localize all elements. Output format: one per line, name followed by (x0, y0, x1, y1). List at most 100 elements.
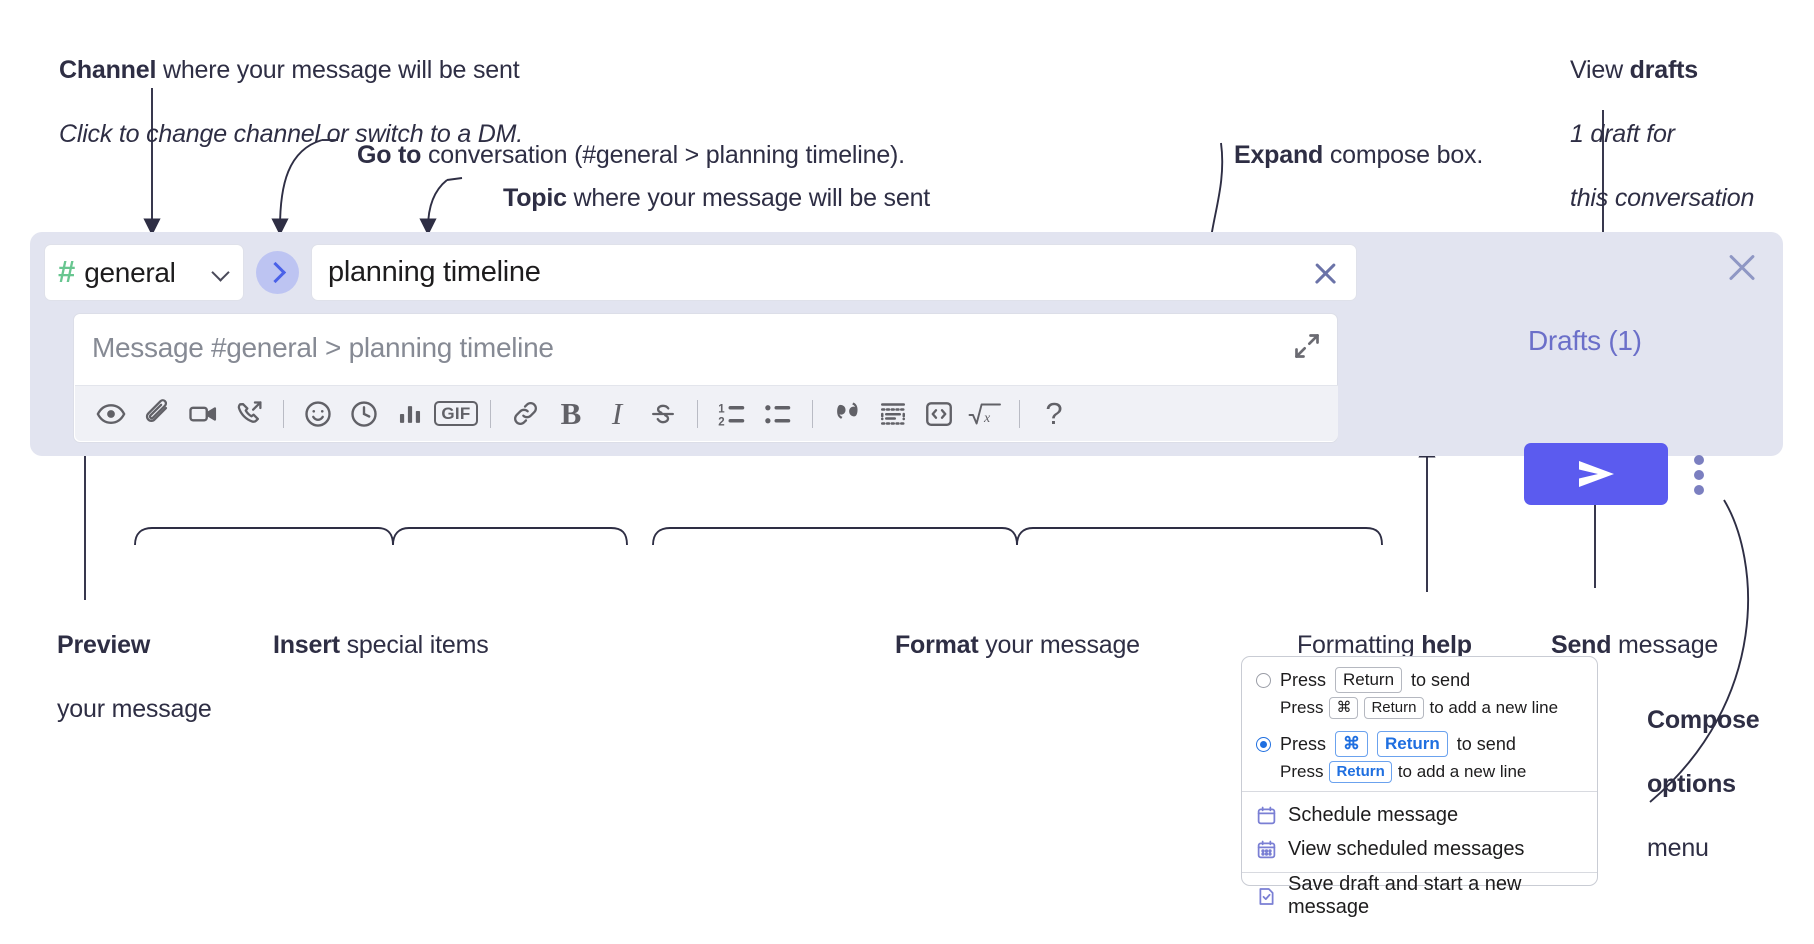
channel-name-label: general (84, 256, 176, 288)
svg-text:1: 1 (718, 403, 725, 415)
compose-options-button[interactable] (1694, 455, 1704, 495)
menu-option1-tail: to send (1411, 669, 1471, 690)
formatting-toolbar: GIF B I (75, 385, 1338, 441)
menu-item-label: Schedule message (1288, 803, 1459, 826)
kebab-dot (1694, 470, 1704, 480)
annotation-send: Send message (1524, 597, 1718, 693)
menu-option-return-to-send[interactable]: Press Return to send (1242, 665, 1597, 695)
menu-divider (1242, 872, 1597, 873)
annotation-drafts-view: View (1569, 56, 1630, 84)
menu-option-cmd-return-to-send[interactable]: Press ⌘ Return to send (1242, 729, 1597, 759)
annotation-drafts: View drafts 1 draft for this conversatio… (1543, 22, 1754, 246)
annotation-channel: Channel where your message will be sent … (32, 22, 523, 182)
preview-icon[interactable] (88, 391, 134, 437)
annotation-topic-bold: Topic (502, 184, 567, 212)
send-arrow-icon (1579, 461, 1614, 487)
annotation-format: Format your message (868, 597, 1140, 693)
attachment-icon[interactable] (134, 391, 180, 437)
bulleted-list-icon[interactable] (755, 391, 801, 437)
annotation-channel-rest: where your message will be sent (156, 56, 520, 84)
annotation-expand: Expand compose box. (1207, 107, 1483, 203)
goto-conversation-button[interactable] (256, 251, 299, 294)
annotation-topic: Topic where your message will be sent (476, 150, 930, 246)
ordered-list-icon[interactable]: 1 2 (709, 391, 755, 437)
svg-text:x: x (983, 411, 991, 426)
message-compose-box[interactable]: Message #general > planning timeline (73, 313, 1338, 443)
radio-selected[interactable] (1256, 736, 1271, 752)
gif-icon[interactable]: GIF (433, 391, 479, 437)
annotation-insert: Insert special items (246, 597, 489, 693)
hash-icon: # (58, 254, 76, 289)
menu-item-save-draft[interactable]: Save draft and start a new message (1242, 873, 1597, 918)
svg-text:2: 2 (718, 416, 724, 428)
menu-option1-sub-press: Press (1280, 698, 1324, 717)
topic-input[interactable]: planning timeline (311, 244, 1357, 301)
annotation-expand-bold: Expand (1233, 141, 1324, 169)
gif-label: GIF (434, 401, 478, 426)
menu-option2-sub-tail: to add a new line (1397, 762, 1527, 781)
math-icon[interactable]: x (962, 391, 1008, 437)
menu-option2-sub-press: Press (1280, 762, 1324, 781)
annotation-compose-options: Compose options menu (1620, 672, 1760, 896)
menu-option1-press: Press (1280, 669, 1327, 690)
key-return: Return (1377, 731, 1448, 757)
close-panel-icon[interactable] (1725, 250, 1759, 284)
menu-option2-tail: to send (1456, 733, 1516, 754)
compose-header-row: # general planning timeline (44, 244, 1357, 301)
annotation-drafts-bold: drafts (1629, 56, 1698, 84)
clear-topic-icon[interactable] (1310, 258, 1340, 288)
italic-icon[interactable]: I (611, 395, 623, 431)
message-placeholder: Message #general > planning timeline (92, 332, 554, 363)
menu-option1-sub-tail: to add a new line (1429, 698, 1559, 717)
compose-options-menu: Press Return to send Press ⌘ Return to a… (1241, 656, 1598, 918)
menu-option1-sub: Press ⌘ Return to add a new line (1242, 695, 1597, 721)
poll-icon[interactable] (387, 391, 433, 437)
annotation-help-rest: Formatting (1296, 631, 1422, 659)
annotation-drafts-line2: 1 draft for (1569, 120, 1675, 148)
annotation-preview-bold: Preview (56, 631, 151, 659)
blockquote-icon[interactable] (824, 391, 870, 437)
menu-item-schedule-message[interactable]: Schedule message (1242, 798, 1597, 832)
call-icon[interactable] (226, 391, 272, 437)
annotation-goto-rest: conversation (#general > planning timeli… (421, 141, 905, 169)
annotation-goto-bold: Go to (356, 141, 422, 169)
key-cmd: ⌘ (1329, 696, 1359, 720)
drafts-link[interactable]: Drafts (1) (1528, 325, 1642, 356)
toolbar-divider (812, 399, 813, 428)
menu-item-view-scheduled-messages[interactable]: View scheduled messages (1242, 832, 1597, 866)
toolbar-divider (697, 399, 698, 428)
menu-option2-sub: Press Return to add a new line (1242, 759, 1597, 785)
draft-check-icon (1256, 886, 1277, 907)
strikethrough-icon[interactable] (640, 391, 686, 437)
code-block-icon[interactable] (870, 391, 916, 437)
clock-icon[interactable] (341, 391, 387, 437)
menu-item-label: Save draft and start a new message (1288, 873, 1522, 918)
annotation-compose-line1: Compose (1646, 706, 1760, 734)
send-button[interactable] (1524, 443, 1668, 505)
annotation-help: Formatting help (1270, 597, 1472, 693)
toolbar-divider (283, 399, 284, 428)
link-icon[interactable] (502, 391, 548, 437)
annotation-channel-bold: Channel (58, 56, 157, 84)
calendar-grid-icon (1256, 839, 1277, 860)
annotation-compose-line2: options (1646, 770, 1736, 798)
kebab-dot (1694, 455, 1704, 465)
channel-selector[interactable]: # general (44, 244, 244, 301)
annotation-goto: Go to conversation (#general > planning … (330, 107, 905, 203)
annotation-channel-italic: Click to change channel or switch to a D… (58, 120, 524, 148)
calendar-icon (1256, 805, 1277, 826)
help-icon[interactable]: ? (1045, 395, 1063, 431)
annotation-drafts-line3: this conversation (1569, 184, 1755, 212)
key-return: Return (1335, 667, 1403, 693)
emoji-icon[interactable] (295, 391, 341, 437)
expand-icon[interactable] (1293, 332, 1321, 360)
annotation-preview: Preview your message (30, 597, 212, 757)
radio-unselected[interactable] (1256, 672, 1271, 688)
toolbar-divider (490, 399, 491, 428)
annotation-insert-rest: special items (339, 631, 489, 659)
annotation-format-bold: Format (894, 631, 979, 659)
code-icon[interactable] (916, 391, 962, 437)
bold-icon[interactable]: B (560, 395, 582, 431)
video-icon[interactable] (180, 391, 226, 437)
